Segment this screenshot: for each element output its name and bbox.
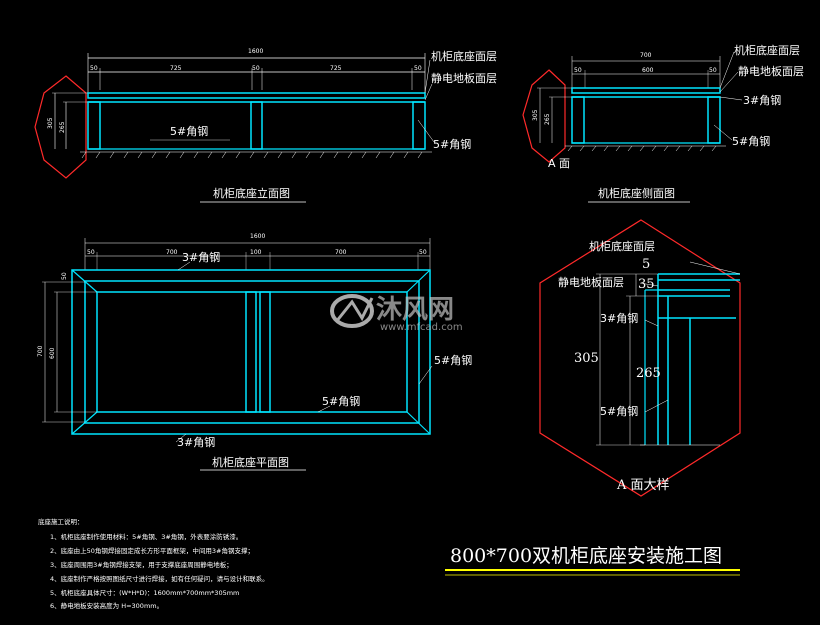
plan-dim-seg-4: 700 [335, 249, 347, 256]
detail-label-steel5: 5#角钢 [600, 405, 638, 418]
elevation-leg-left [87, 101, 101, 150]
notes-item-3: 3、底座周围用3#角钢焊接支架，用于支撑底座周围静电地板； [50, 560, 233, 569]
watermark: 沐风网 www.mfcad.com [330, 294, 463, 333]
detail-label-steel3: 3#角钢 [600, 312, 638, 325]
side-top-rail [571, 87, 721, 94]
main-title: 800*700双机柜底座安装施工图 [450, 545, 722, 567]
elevation-dim-seg-5: 50 [414, 65, 422, 72]
side-label-floor: 机柜底座面层 [734, 43, 800, 57]
plan-center-beam-left [245, 291, 257, 413]
plan-frame-mid [84, 280, 420, 424]
plan-dim-height-edge: 50 [61, 272, 68, 280]
plan-label-steel5-right: 5#角钢 [434, 354, 472, 367]
elevation-leg-middle [250, 101, 263, 150]
side-dim-seg-3: 50 [709, 67, 717, 74]
notes-heading: 底座施工说明： [38, 517, 84, 526]
plan-dim-seg-2: 700 [166, 249, 178, 256]
plan-frame-inner [96, 291, 408, 413]
side-dim-height-outer: 305 [532, 109, 539, 121]
side-label-a-face: A 面 [548, 157, 570, 170]
plan-center-beam-right [259, 291, 271, 413]
plan-dim-seg-3: 100 [250, 249, 262, 256]
plan-label-steel3-bottom: 3#角钢 [177, 436, 215, 449]
elevation-label-steel5-right: 5#角钢 [433, 138, 471, 151]
plan-label-steel3-top: 3#角钢 [182, 251, 220, 264]
elevation-dim-height-inner: 265 [59, 121, 66, 133]
side-dim-seg-2: 600 [642, 67, 654, 74]
watermark-url: www.mfcad.com [380, 322, 463, 333]
detail-highlight-hexagon [539, 219, 741, 497]
side-dim-seg-1: 50 [574, 67, 582, 74]
notes-item-2: 2、底座由上50角钢焊接固定成长方形平面框架，中间用3#角钢支撑； [50, 546, 254, 555]
watermark-brand: 沐风网 [376, 295, 454, 325]
side-label-steel3: 3#角钢 [743, 94, 781, 107]
notes-item-6: 6、静电地板安装高度为 H=300mm。 [50, 601, 163, 610]
elevation-top-rail [87, 92, 426, 99]
main-title-block: 800*700双机柜底座安装施工图 [445, 545, 740, 576]
notes-item-5: 5、机柜底座具体尺寸：(W*H*D)：1600mm*700mm*305mm [50, 588, 239, 597]
side-leg-right [707, 96, 721, 144]
elevation-leg-right [412, 101, 426, 150]
detail-dim-265: 265 [636, 366, 661, 381]
detail-dim-5: 5 [642, 257, 650, 272]
detail-view: 机柜底座面层 静电地板面层 5 35 305 265 3#角钢 5#角钢 A 面… [539, 219, 741, 497]
elevation-dim-seg-3: 50 [252, 65, 260, 72]
elevation-label-steel5-inner: 5#角钢 [170, 125, 208, 138]
detail-dim-35: 35 [638, 277, 655, 292]
watermark-logo-icon [330, 294, 374, 328]
side-highlight-hexagon [522, 69, 566, 163]
plan-outer-frame [71, 269, 431, 435]
detail-dim-305: 305 [574, 351, 599, 366]
side-label-steel5: 5#角钢 [732, 135, 770, 148]
detail-title: A 面大样 [616, 478, 670, 493]
plan-dim-height-inner: 600 [49, 347, 56, 359]
notes-item-4: 4、底座制作严格按照图纸尺寸进行焊接，如有任何疑问，请与设计和联系。 [50, 574, 269, 583]
plan-label-steel5-bottom: 5#角钢 [322, 395, 360, 408]
detail-label-static: 静电地板面层 [558, 275, 624, 289]
elevation-dim-seg-2: 725 [170, 65, 182, 72]
elevation-dim-total: 1600 [248, 48, 263, 55]
side-title: 机柜底座侧面图 [598, 186, 675, 200]
notes-item-1: 1、机柜底座制作使用材料：5#角钢、3#角钢，外表要涂防锈漆。 [50, 532, 242, 541]
elevation-dim-seg-4: 725 [330, 65, 342, 72]
elevation-highlight-hexagon [34, 75, 87, 179]
plan-title: 机柜底座平面图 [212, 455, 289, 469]
side-leg-left [571, 96, 585, 144]
detail-label-floor: 机柜底座面层 [589, 239, 655, 253]
plan-dim-seg-5: 50 [419, 249, 427, 256]
plan-view: 1600 50 700 100 700 50 700 600 50 [37, 233, 472, 471]
elevation-dim-seg-1: 50 [90, 65, 98, 72]
elevation-view: 1600 50 725 50 725 50 305 265 机柜底座面层 静电 [34, 48, 497, 203]
elevation-dim-height-outer: 305 [47, 117, 54, 129]
elevation-label-floor: 机柜底座面层 [431, 49, 497, 63]
side-dim-total: 700 [640, 52, 652, 59]
construction-notes: 底座施工说明： 1、机柜底座制作使用材料：5#角钢、3#角钢，外表要涂防锈漆。 … [38, 517, 269, 610]
plan-dim-seg-1: 50 [87, 249, 95, 256]
plan-dim-height-outer: 700 [37, 345, 44, 357]
elevation-label-static: 静电地板面层 [431, 71, 497, 85]
side-view: 700 50 600 50 305 265 机柜底座面层 静电地板面层 3#角钢… [522, 43, 804, 203]
side-dim-height-inner: 265 [544, 113, 551, 125]
side-label-static: 静电地板面层 [738, 64, 804, 78]
elevation-title: 机柜底座立面图 [213, 186, 290, 200]
plan-dim-total: 1600 [250, 233, 265, 240]
